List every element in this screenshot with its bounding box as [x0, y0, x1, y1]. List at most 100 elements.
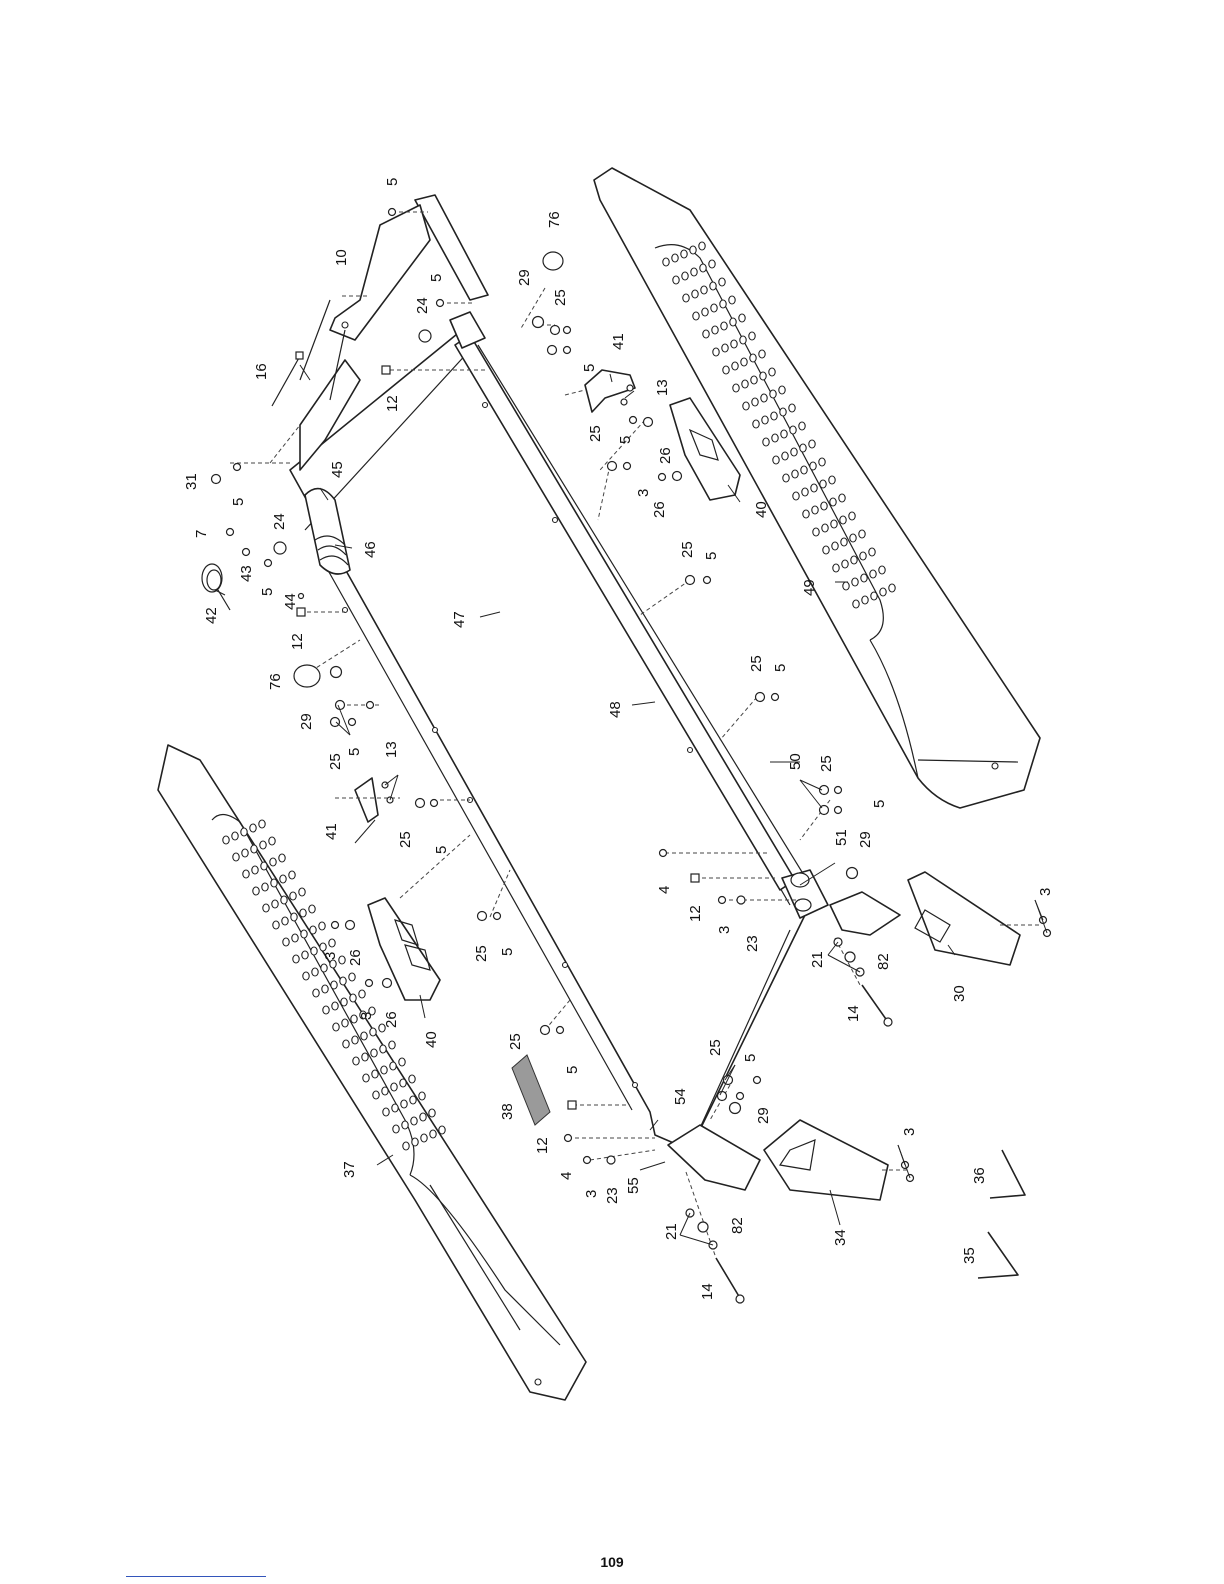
- perforation-hole: [862, 596, 868, 604]
- washer-29: [533, 317, 544, 328]
- part-14-axle-right: [862, 985, 892, 1026]
- perforation-hole: [251, 845, 257, 853]
- perforation-hole: [382, 1087, 388, 1095]
- perforation-hole: [391, 1083, 397, 1091]
- perforation-hole: [393, 1125, 399, 1133]
- perforation-hole: [421, 1134, 427, 1142]
- perforation-hole: [663, 258, 669, 266]
- perforation-hole: [700, 264, 706, 272]
- callout: 5: [772, 664, 789, 672]
- callout: 23: [744, 935, 761, 952]
- perforation-hole: [373, 1091, 379, 1099]
- washer-25: [756, 693, 765, 702]
- perforation-hole: [741, 358, 747, 366]
- washer-26: [673, 472, 682, 481]
- bolt-3: [630, 417, 637, 424]
- callout: 46: [362, 541, 379, 558]
- perforation-hole: [779, 386, 785, 394]
- washer-76: [294, 665, 320, 687]
- perforation-hole: [831, 520, 837, 528]
- washer-29: [847, 868, 858, 879]
- callout: 3: [322, 952, 339, 960]
- part-40-bracket-left: [368, 898, 440, 1000]
- perforation-hole: [411, 1117, 417, 1125]
- callout: 48: [607, 701, 624, 718]
- callout: 21: [663, 1223, 680, 1240]
- callout: 5: [871, 800, 888, 808]
- perforation-hole: [739, 314, 745, 322]
- callout: 3: [901, 1128, 918, 1136]
- perforation-hole: [869, 548, 875, 556]
- callout: 10: [333, 249, 350, 266]
- callout: 29: [755, 1107, 772, 1124]
- screw-5: [557, 1027, 564, 1034]
- perforation-hole: [701, 286, 707, 294]
- callout: 5: [259, 588, 276, 596]
- perforation-hole: [309, 905, 315, 913]
- perforation-hole: [699, 242, 705, 250]
- nut-23: [737, 896, 745, 904]
- perforation-hole: [830, 498, 836, 506]
- perforation-hole: [711, 304, 717, 312]
- callout: 23: [604, 1187, 621, 1204]
- perforation-hole: [740, 336, 746, 344]
- perforation-hole: [329, 939, 335, 947]
- screw-5: [704, 577, 711, 584]
- callout: 25: [473, 945, 490, 962]
- perforation-hole: [400, 1079, 406, 1087]
- washer-25: [478, 912, 487, 921]
- perforation-hole: [813, 528, 819, 536]
- washer-25: [608, 462, 617, 471]
- callout: 5: [433, 846, 450, 854]
- perforation-hole: [262, 883, 268, 891]
- perforation-hole: [362, 1053, 368, 1061]
- perforation-hole: [753, 420, 759, 428]
- perforation-hole: [690, 246, 696, 254]
- perforation-hole: [353, 1057, 359, 1065]
- screw-5: [754, 1077, 761, 1084]
- callout: 7: [193, 530, 210, 538]
- callout: 24: [271, 513, 288, 530]
- perforation-hole: [742, 380, 748, 388]
- screw-5: [349, 719, 356, 726]
- perforation-hole: [299, 888, 305, 896]
- perforation-hole: [681, 250, 687, 258]
- washer-76: [543, 252, 563, 270]
- perforation-hole: [412, 1138, 418, 1146]
- perforation-hole: [223, 836, 229, 844]
- perforation-hole: [761, 394, 767, 402]
- perforation-hole: [691, 268, 697, 276]
- callout: 76: [267, 673, 284, 690]
- perforation-hole: [772, 434, 778, 442]
- callout: 25: [327, 753, 344, 770]
- part-34-rear-foot-left: [764, 1120, 888, 1200]
- perforation-hole: [751, 376, 757, 384]
- callout: 25: [397, 831, 414, 848]
- perforation-hole: [791, 448, 797, 456]
- perforation-hole: [269, 837, 275, 845]
- callout: 21: [809, 951, 826, 968]
- perforation-hole: [820, 480, 826, 488]
- perforation-hole: [321, 964, 327, 972]
- screw-5: [437, 300, 444, 307]
- callout: 44: [282, 593, 299, 610]
- perforation-hole: [363, 1074, 369, 1082]
- pin-43: [243, 549, 250, 556]
- perforation-hole: [721, 322, 727, 330]
- perforation-hole: [342, 1019, 348, 1027]
- bolt-12: [382, 366, 390, 374]
- perforation-hole: [331, 981, 337, 989]
- washer-26: [383, 979, 392, 988]
- perforation-hole: [850, 534, 856, 542]
- part-41-bracket-left: [355, 778, 378, 822]
- callout: 4: [558, 1172, 575, 1180]
- washer-24: [419, 330, 431, 342]
- callout: 26: [657, 447, 674, 464]
- perforation-hole: [313, 989, 319, 997]
- perforation-hole: [710, 282, 716, 290]
- callout: 5: [499, 948, 516, 956]
- perforation-hole: [879, 566, 885, 574]
- callout: 14: [699, 1283, 716, 1300]
- callout: 26: [651, 501, 668, 518]
- perforation-hole: [351, 1015, 357, 1023]
